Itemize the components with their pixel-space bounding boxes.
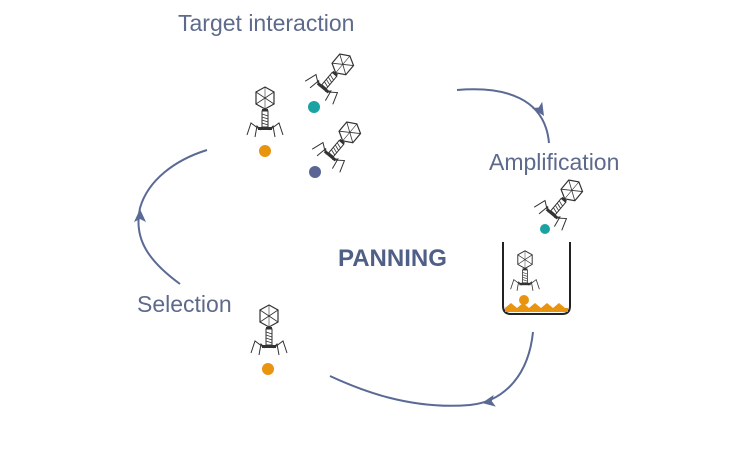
teal-target-dot (308, 101, 320, 113)
orange-target-dot (519, 295, 529, 305)
well-outline (502, 242, 571, 315)
well-icon (502, 242, 571, 315)
amplification-phage (532, 169, 594, 234)
selection-phage (250, 304, 288, 375)
label-selection: Selection (137, 291, 232, 317)
target-phage-orange (246, 86, 284, 157)
arrow-target-to-amplification (456, 88, 550, 144)
phage-icon (310, 111, 372, 175)
phage-icon (510, 250, 540, 292)
navy-target-dot (309, 166, 321, 178)
well-coating (505, 303, 568, 312)
phage-icon (303, 43, 365, 107)
orange-target-dot (259, 145, 271, 157)
arrowhead-icon (134, 209, 146, 222)
teal-target-dot (540, 224, 550, 234)
label-amplification: Amplification (489, 149, 620, 175)
cycle-arrows (134, 88, 550, 409)
label-target-interaction: Target interaction (178, 10, 355, 36)
label-panning: PANNING (338, 245, 447, 272)
target-phage-navy (309, 111, 372, 178)
orange-target-dot (262, 363, 274, 375)
phage-icon (246, 86, 284, 138)
target-phage-teal (303, 43, 365, 113)
phage-icon (532, 169, 594, 233)
phage-icon (250, 304, 288, 356)
arrow-selection-to-target (137, 149, 208, 285)
arrow-amplification-to-selection (329, 331, 534, 407)
